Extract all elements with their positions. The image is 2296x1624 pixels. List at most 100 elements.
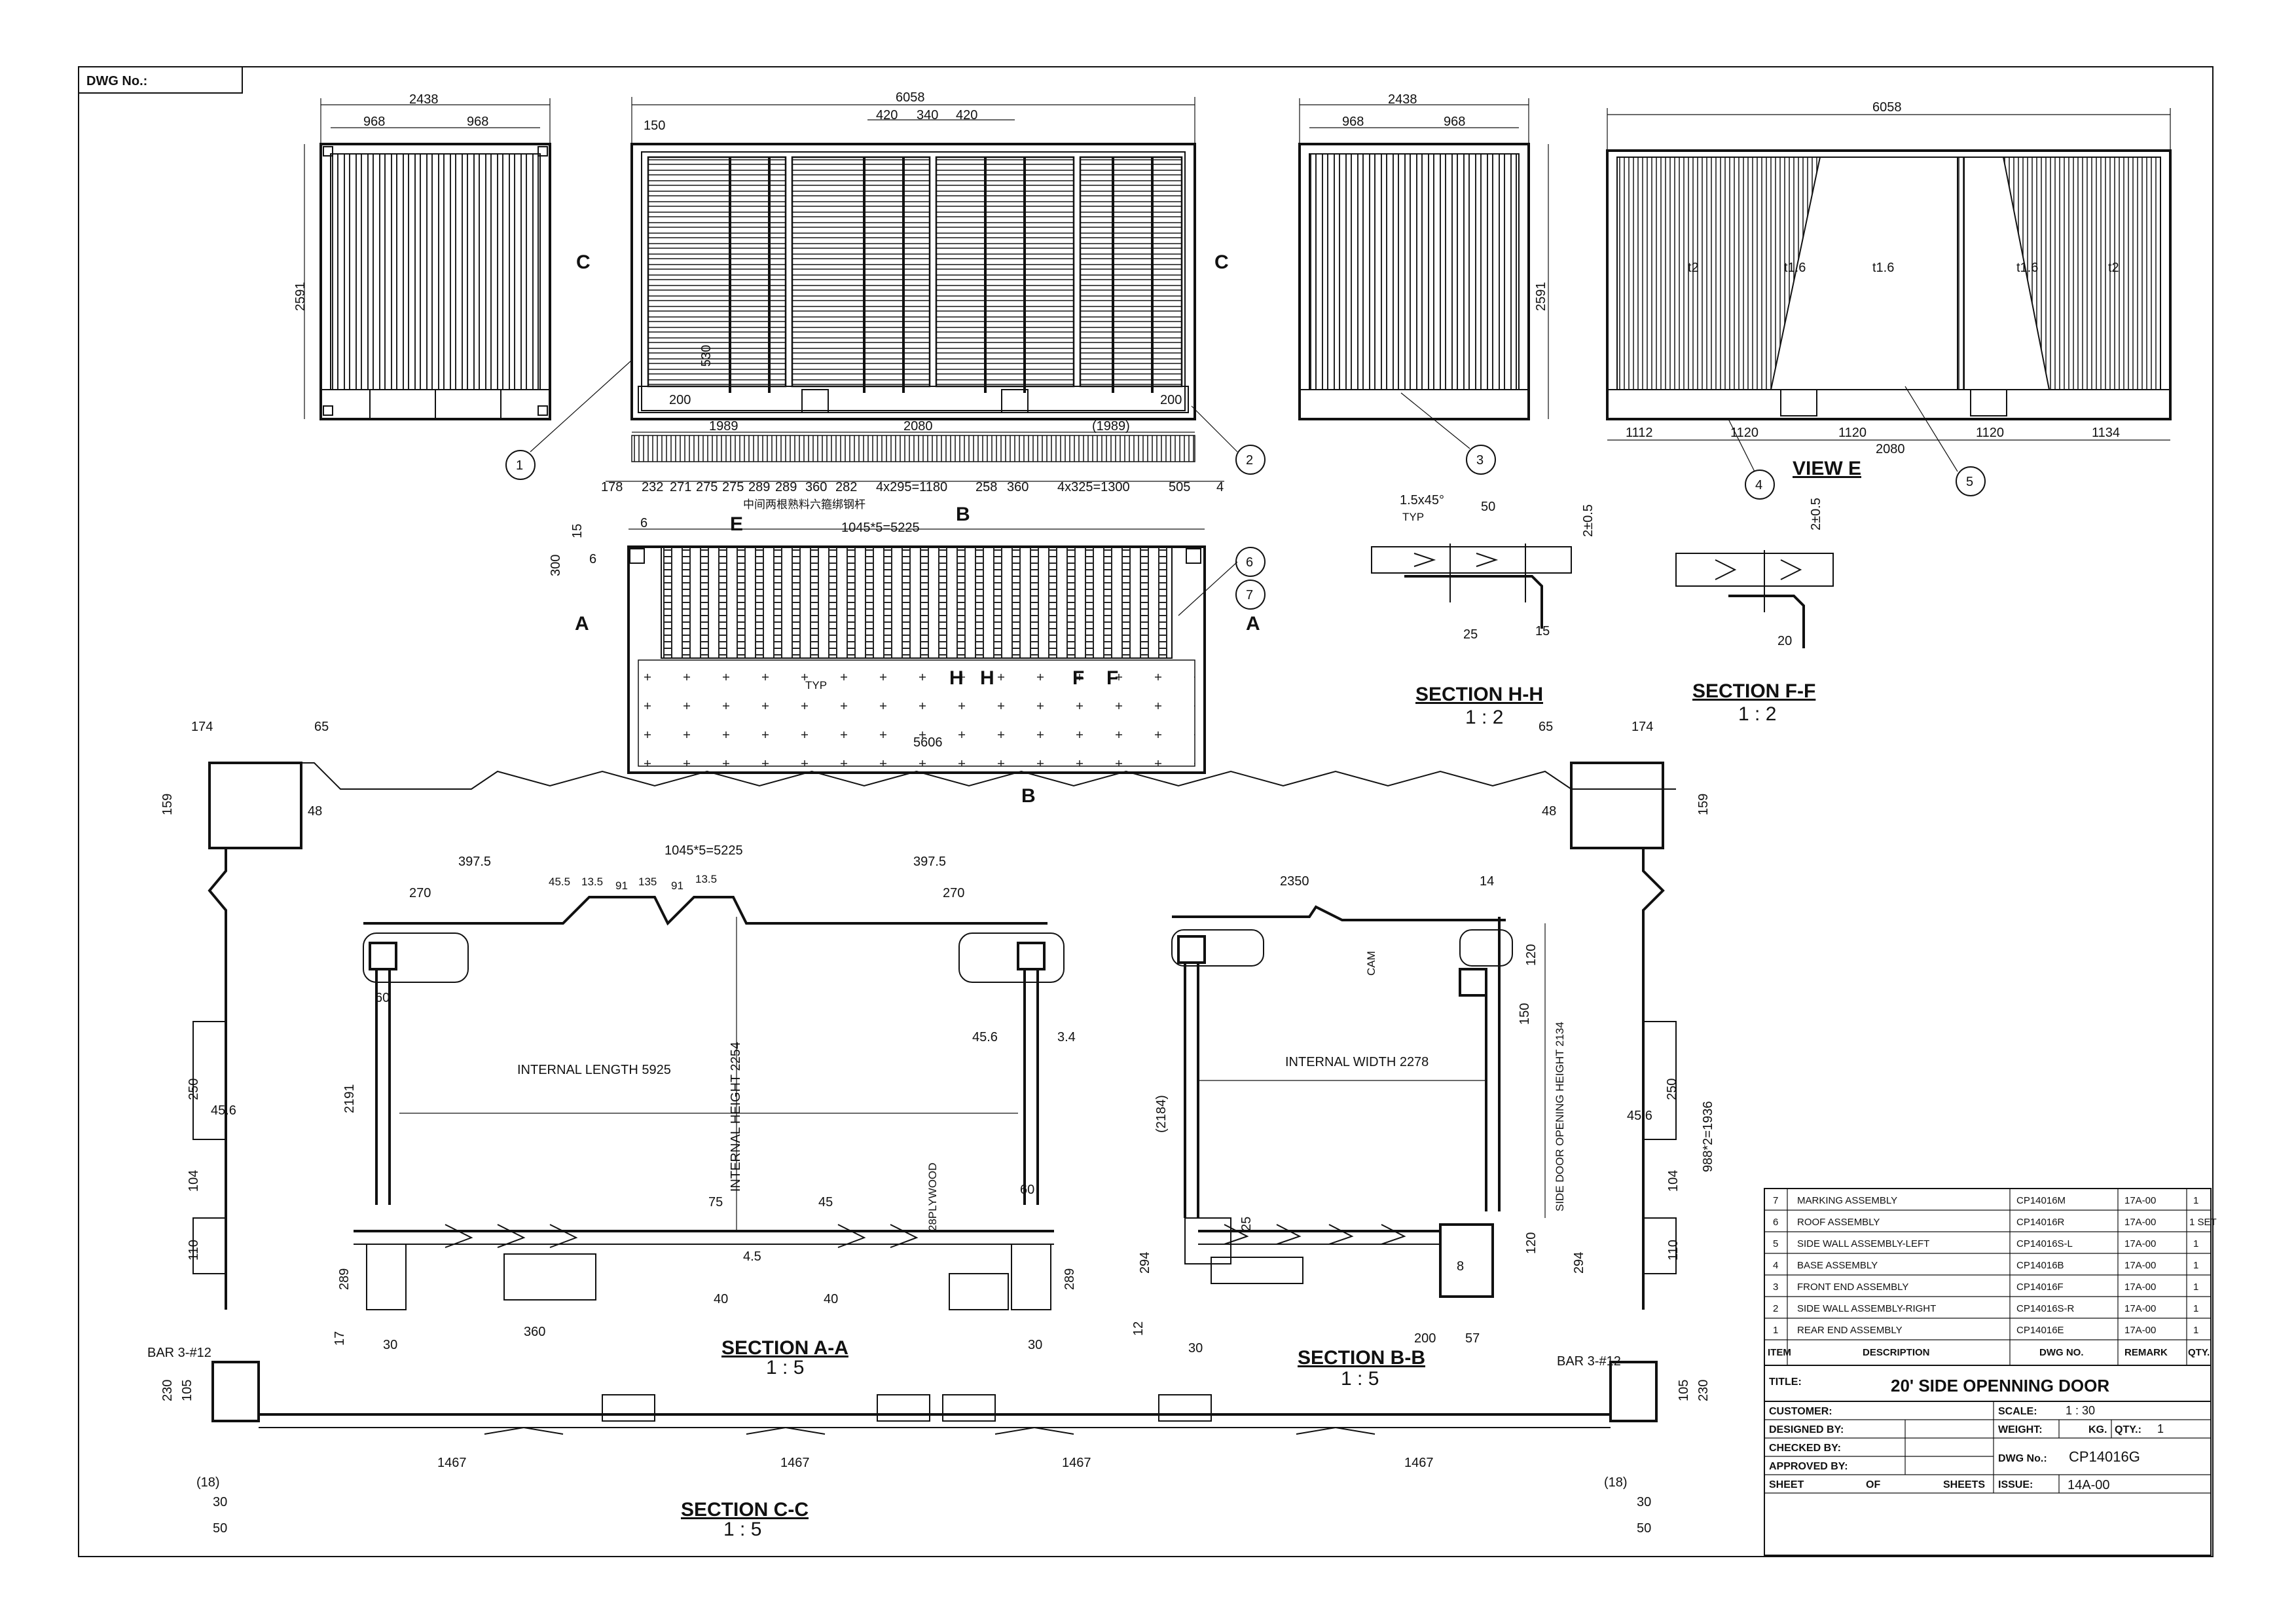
aa-internal-length: INTERNAL LENGTH 5925 xyxy=(517,1063,671,1077)
bottom-dim-6: 289 xyxy=(775,480,797,494)
dwg-no-value: CP14016G xyxy=(2069,1449,2140,1465)
bom-header-remark: REMARK xyxy=(2124,1347,2168,1358)
bom-item: 2 xyxy=(1773,1303,1778,1314)
aa-60a-dim: 60 xyxy=(375,991,390,1005)
cc-50b-dim: 50 xyxy=(1637,1521,1651,1536)
cc-bar-right: BAR 3-#12 xyxy=(1557,1354,1621,1369)
aa-91b-dim: 91 xyxy=(671,879,683,892)
roof-300-dim: 300 xyxy=(549,555,563,576)
view-e-dim-2: 1120 xyxy=(1730,426,1758,440)
aa-289a-dim: 289 xyxy=(337,1268,352,1290)
view-marker-e: E xyxy=(730,513,743,535)
roof-6b-dim: 6 xyxy=(589,552,596,566)
cc-159b-dim: 159 xyxy=(1696,794,1711,815)
of-label: OF xyxy=(1866,1479,1880,1490)
side-200a-dim: 200 xyxy=(669,393,691,407)
aa-title: SECTION A-A xyxy=(721,1337,848,1359)
section-h-h: 1.5x45° TYP 50 2±0.5 25 15 SECTION H-H 1… xyxy=(1371,493,1595,728)
bottom-dim-3: 275 xyxy=(696,480,718,494)
bom-dwg-no: CP14016R xyxy=(2016,1217,2065,1228)
bom-description: MARKING ASSEMBLY xyxy=(1797,1195,1897,1206)
hh-50-dim: 50 xyxy=(1481,500,1495,514)
aa-60b-dim: 60 xyxy=(1020,1183,1034,1197)
sheets-label: SHEETS xyxy=(1943,1479,1985,1490)
aa-13-5a-dim: 13.5 xyxy=(581,876,603,888)
bottom-dim-4: 275 xyxy=(722,480,744,494)
aa-397b-dim: 397.5 xyxy=(913,855,946,869)
bom-qty: 1 xyxy=(2193,1303,2198,1314)
side-seg3-dim: (1989) xyxy=(1092,419,1130,434)
kg-label: KG. xyxy=(2088,1424,2107,1435)
bom-dwg-no: CP14016F xyxy=(2016,1282,2064,1293)
customer-label: CUSTOMER: xyxy=(1769,1406,1832,1417)
view-e-dim-5: 1134 xyxy=(2092,426,2120,440)
bottom-dim-1: 232 xyxy=(642,480,663,494)
aa-pitch-dim: 1045*5=5225 xyxy=(665,843,743,858)
callout-3: 3 xyxy=(1476,453,1484,468)
section-b-b: 2350 INTERNAL WIDTH 2278 SIDE DOOR OPENI… xyxy=(1131,874,1586,1390)
bottom-dimension-chain: 178 232 271 275 275 289 289 360 282 4x29… xyxy=(601,480,1224,494)
aa-4-5-dim: 4.5 xyxy=(743,1249,761,1264)
view-e-t-left: t2 xyxy=(1688,261,1699,275)
bom-description: REAR END ASSEMBLY xyxy=(1797,1325,1903,1336)
side-150-dim: 150 xyxy=(644,119,665,133)
section-marker-c-left: C xyxy=(576,251,591,273)
checked-label: CHECKED BY: xyxy=(1769,1443,1841,1454)
bottom-dim-0: 178 xyxy=(601,480,623,494)
bottom-dim-14: 4 xyxy=(1216,480,1224,494)
drawing-frame: DWG No.: xyxy=(78,66,2214,1557)
rear-half-left-dim: 968 xyxy=(1342,115,1364,129)
weight-label: WEIGHT: xyxy=(1998,1424,2043,1435)
cc-scale: 1 : 5 xyxy=(723,1519,761,1540)
cc-174b-dim: 174 xyxy=(1631,720,1653,734)
section-marker-f-left: F xyxy=(1072,667,1084,689)
bom-item: 7 xyxy=(1773,1195,1778,1206)
aa-plywood-label: 28PLYWOOD xyxy=(926,1162,939,1231)
cc-110a-dim: 110 xyxy=(187,1240,201,1261)
hh-25-dim: 25 xyxy=(1463,627,1478,642)
cc-48b-dim: 48 xyxy=(1542,804,1556,819)
front-end-view: 2438 968 968 2591 C xyxy=(293,92,591,420)
view-e-dim-3: 1120 xyxy=(1838,426,1867,440)
dwg-no-header: DWG No.: xyxy=(86,74,147,88)
aa-380-dim: 360 xyxy=(524,1325,545,1339)
section-marker-a-left: A xyxy=(575,613,589,635)
bom-dwg-no: CP14016S-L xyxy=(2016,1238,2073,1249)
bom-qty: 1 SET xyxy=(2189,1217,2217,1228)
hh-2-dim: 2±0.5 xyxy=(1581,504,1595,537)
bottom-dim-12: 4x325=1300 xyxy=(1057,480,1130,494)
cc-174a-dim: 174 xyxy=(191,720,213,734)
cc-1467c-dim: 1467 xyxy=(1062,1456,1091,1470)
hh-scale: 1 : 2 xyxy=(1465,707,1503,728)
rear-half-right-dim: 968 xyxy=(1444,115,1465,129)
bb-25-dim: 25 xyxy=(1239,1217,1254,1231)
ff-title: SECTION F-F xyxy=(1692,680,1815,702)
aa-135-dim: 135 xyxy=(638,876,657,888)
cc-1467b-dim: 1467 xyxy=(780,1456,810,1470)
qty-value: 1 xyxy=(2157,1422,2164,1435)
front-half-left-dim: 968 xyxy=(363,115,385,129)
cc-48a-dim: 48 xyxy=(308,804,322,819)
bb-120a-dim: 120 xyxy=(1524,944,1539,966)
cc-45-6b-dim: 45.6 xyxy=(1627,1109,1652,1123)
side-view: 6058 150 420 340 420 530 200 200 1989 20… xyxy=(601,90,1229,511)
aa-270b-dim: 270 xyxy=(943,886,964,900)
view-e: 6058 t2 t1.6 t1.6 t1.6 t2 1112 1120 1120… xyxy=(1606,100,2172,479)
bom-header-dwg-no: DWG NO. xyxy=(2039,1347,2084,1358)
aa-scale: 1 : 5 xyxy=(766,1357,804,1378)
callout-6: 6 xyxy=(1246,555,1253,570)
bb-30-dim: 30 xyxy=(1188,1341,1203,1356)
aa-2191-dim: 2191 xyxy=(342,1084,357,1114)
bottom-dim-13: 505 xyxy=(1169,480,1190,494)
aa-40b-dim: 40 xyxy=(824,1292,838,1306)
bb-12-dim: 12 xyxy=(1131,1321,1146,1336)
aa-270a-dim: 270 xyxy=(409,886,431,900)
bottom-dim-10: 258 xyxy=(975,480,997,494)
bb-150-dim: 150 xyxy=(1518,1003,1532,1025)
bb-2350-dim: 2350 xyxy=(1280,874,1309,889)
cc-250b-dim: 250 xyxy=(1665,1079,1679,1100)
